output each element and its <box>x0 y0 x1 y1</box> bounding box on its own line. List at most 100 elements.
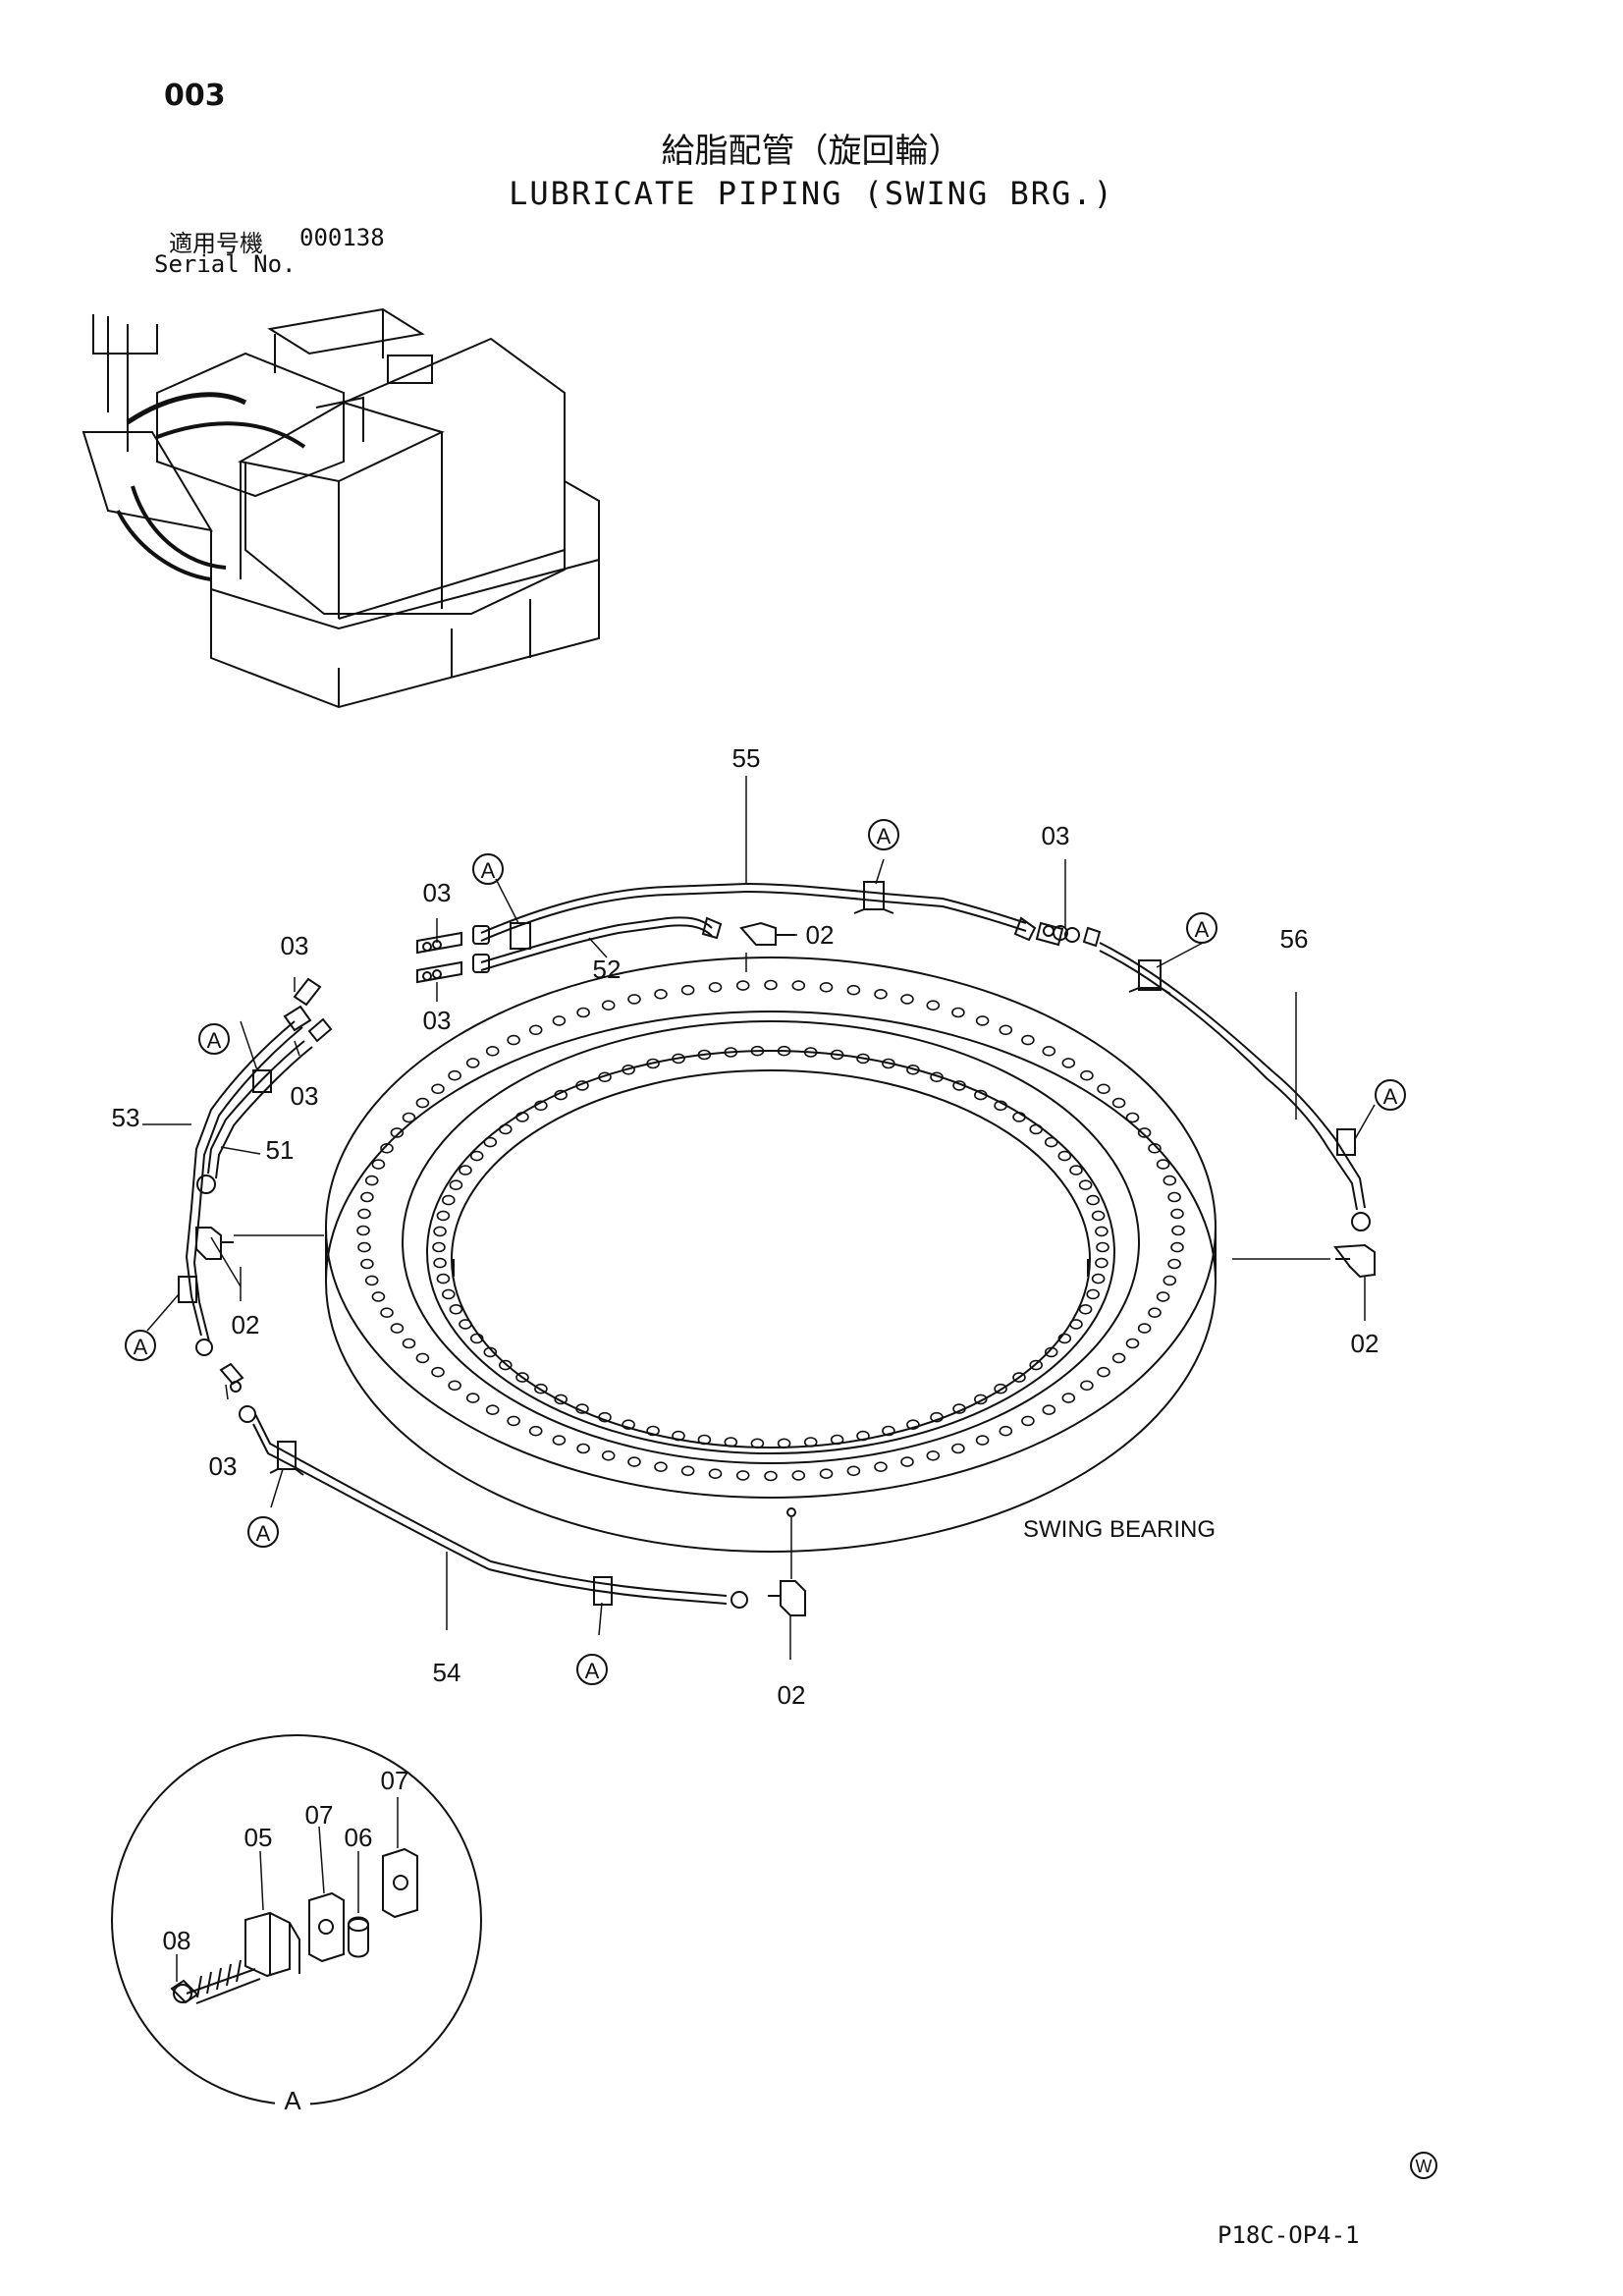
bolt-hole <box>646 1425 660 1437</box>
bolt-hole <box>554 1394 568 1405</box>
clamp-marker-a: A <box>576 1654 608 1685</box>
bolt-hole <box>1042 1046 1056 1057</box>
callout-02: 02 <box>1351 1329 1380 1358</box>
machine-overview-sketch <box>81 307 600 709</box>
bolt-hole <box>951 1007 965 1018</box>
bolt-hole <box>1061 1393 1076 1403</box>
callout-02: 02 <box>778 1680 806 1710</box>
bolt-hole <box>764 979 778 991</box>
bolt-hole <box>994 1100 1007 1112</box>
bolt-hole <box>882 1425 895 1437</box>
watermark-text: W <box>1416 2157 1433 2176</box>
bolt-hole <box>1029 1123 1043 1135</box>
bolt-hole <box>1080 1380 1094 1392</box>
bolt-hole <box>830 1049 844 1061</box>
detail-callout-07: 07 <box>381 1766 409 1795</box>
bolt-hole <box>441 1288 456 1300</box>
bolt-hole <box>803 1047 818 1058</box>
clamp-marker-a-text: A <box>877 824 892 848</box>
bolt-hole <box>402 1338 416 1349</box>
bolt-hole <box>724 1437 738 1448</box>
clamp-marker-a-text: A <box>1383 1084 1398 1109</box>
bolt-hole <box>554 1089 568 1101</box>
bolt-hole <box>432 1241 446 1253</box>
serial-label-japanese: 適用号機 <box>169 230 263 257</box>
bolt-hole <box>1044 1346 1058 1358</box>
detail-callout-07: 07 <box>305 1800 334 1830</box>
title-english: LUBRICATE PIPING (SWING BRG.) <box>509 175 1114 212</box>
bolt-hole <box>598 1411 612 1423</box>
page-number: 003 <box>164 79 226 113</box>
bolt-hole <box>498 1359 513 1371</box>
bolt-hole <box>364 1175 379 1186</box>
bolt-hole <box>1086 1194 1100 1206</box>
bolt-hole <box>380 1143 394 1154</box>
bolt-hole <box>534 1383 548 1394</box>
clamp-marker-a: A <box>472 853 504 885</box>
bolt-hole <box>465 1058 480 1068</box>
bolt-hole <box>750 1438 765 1449</box>
bolt-hole <box>448 1380 461 1392</box>
bolt-hole <box>1057 1333 1072 1344</box>
bolt-hole <box>680 984 695 996</box>
bolt-hole <box>507 1034 520 1046</box>
bolt-hole <box>390 1323 405 1334</box>
bolt-hole <box>1163 1275 1177 1286</box>
bolt-hole <box>1156 1159 1170 1170</box>
bolt-hole <box>459 1319 472 1330</box>
bolt-hole <box>552 1435 567 1446</box>
bolt-hole <box>856 1430 870 1442</box>
bolt-hole <box>1061 1058 1076 1068</box>
bolt-hole <box>465 1393 480 1403</box>
bolt-hole <box>534 1100 548 1112</box>
pipe-54 <box>239 1405 806 1660</box>
bolt-hole <box>436 1210 451 1222</box>
bolt-hole <box>735 1470 750 1481</box>
callout-56: 56 <box>1280 924 1309 954</box>
clamp-marker-a: A <box>1375 1079 1406 1111</box>
bolt-hole <box>830 1434 844 1446</box>
detail-a-view: A 05 07 06 07 <box>111 1734 482 2115</box>
bolt-hole <box>1125 1112 1140 1123</box>
bolt-hole <box>1137 1323 1152 1334</box>
bolt-hole <box>507 1415 520 1427</box>
pipe-52 <box>480 916 795 971</box>
bolt-hole <box>697 1434 712 1446</box>
bolt-hole <box>1125 1338 1140 1349</box>
bolt-hole <box>1069 1319 1083 1330</box>
bolt-hole <box>975 1015 990 1026</box>
detail-callout-08: 08 <box>163 1926 191 1955</box>
bolt-hole <box>973 1089 988 1101</box>
bolt-hole <box>622 1419 635 1430</box>
swing-bearing-label: SWING BEARING <box>1023 1516 1216 1543</box>
callout-55: 55 <box>732 743 761 773</box>
bolt-hole <box>791 980 806 991</box>
bolt-hole <box>1091 1273 1106 1285</box>
bolt-hole <box>846 1465 861 1477</box>
bolt-hole <box>515 1112 529 1122</box>
bolt-hole <box>926 1450 941 1461</box>
clamp-marker-a-text: A <box>207 1028 222 1053</box>
leader-lines <box>142 776 1376 1636</box>
bolt-hole <box>1021 1415 1035 1427</box>
callout-02: 02 <box>232 1310 260 1339</box>
callout-03: 03 <box>423 1006 452 1035</box>
clamp-marker-a-text: A <box>134 1335 148 1359</box>
pipe-53-51 <box>178 977 333 1393</box>
bolt-hole <box>1096 1241 1109 1253</box>
bolt-hole <box>449 1179 463 1190</box>
fittings-right-top <box>1035 921 1102 948</box>
bolt-hole <box>485 1046 500 1057</box>
bolt-hole <box>627 994 641 1005</box>
bolt-hole <box>576 1443 590 1454</box>
bolt-hole <box>1057 1150 1072 1162</box>
bolt-hole <box>906 1419 920 1430</box>
bolt-hole <box>791 1470 806 1481</box>
bolt-hole <box>433 1226 447 1237</box>
bolt-hole <box>973 1394 988 1405</box>
bolt-hole <box>900 1456 914 1467</box>
bolt-hole <box>856 1053 870 1065</box>
callout-03: 03 <box>1042 821 1070 850</box>
bolt-hole <box>777 1438 791 1449</box>
